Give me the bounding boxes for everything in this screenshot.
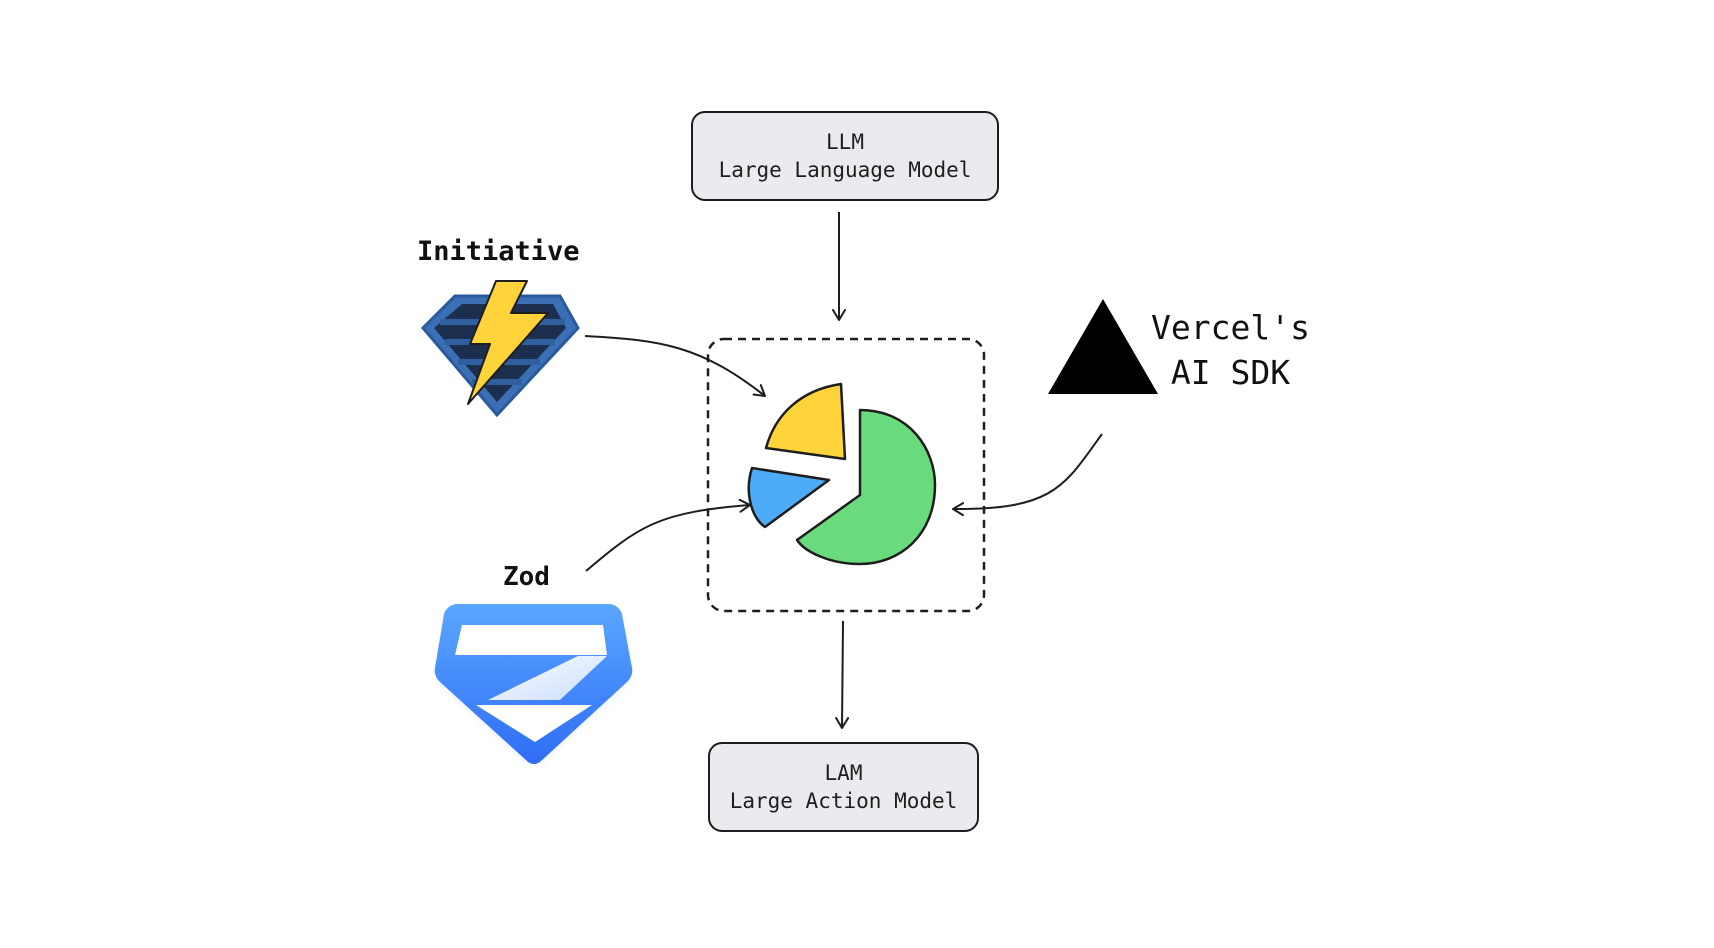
llm-box-subtitle: Large Language Model bbox=[718, 158, 972, 182]
lam-box: LAM Large Action Model bbox=[708, 742, 979, 832]
lam-box-title: LAM bbox=[824, 761, 863, 785]
lam-box-subtitle: Large Action Model bbox=[729, 789, 958, 813]
arrow-initiative-to-center bbox=[584, 335, 766, 397]
arrow-center-to-lam bbox=[835, 620, 850, 729]
vercel-label-line1: Vercel's bbox=[1151, 308, 1310, 347]
triangle-icon bbox=[1048, 299, 1158, 394]
arrow-zod-to-center bbox=[585, 498, 751, 572]
pie-chart-icon bbox=[747, 382, 937, 566]
vercel-label-line2: AI SDK bbox=[1170, 353, 1291, 392]
pie-slice-blue bbox=[747, 466, 831, 529]
vercel-label: Vercel's AI SDK bbox=[1151, 305, 1310, 395]
llm-box-title: LLM bbox=[826, 130, 864, 154]
arrow-vercel-to-center bbox=[952, 433, 1103, 517]
zod-logo-icon bbox=[434, 604, 633, 764]
pie-slice-green bbox=[795, 408, 937, 566]
pie-slice-yellow bbox=[764, 382, 847, 461]
lightning-shield-icon bbox=[420, 280, 580, 418]
llm-box: LLM Large Language Model bbox=[691, 111, 999, 201]
zod-label: Zod bbox=[503, 562, 550, 592]
initiative-label: Initiative bbox=[417, 236, 580, 267]
